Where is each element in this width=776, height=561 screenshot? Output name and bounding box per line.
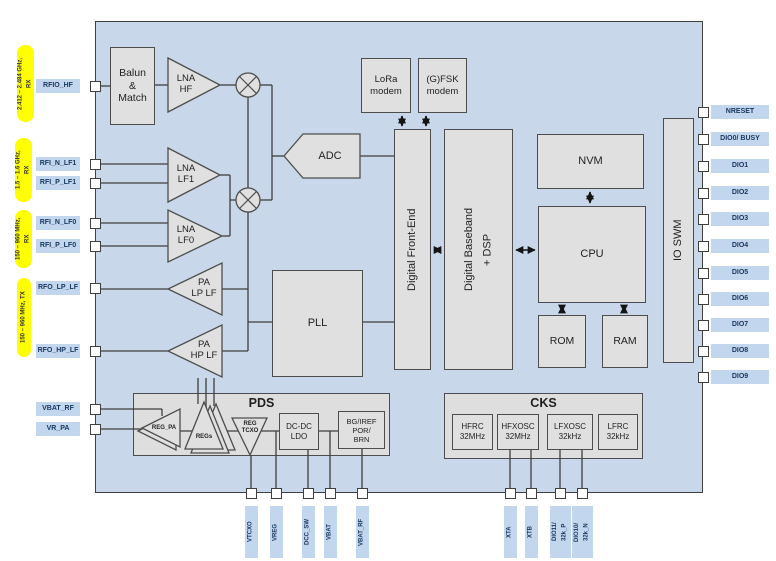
pll-block: PLL [272,270,363,377]
pin-label-DIO1: DIO1 [711,159,769,173]
pin-DIO11/32k_P [554,487,566,499]
pin-label-DIO6: DIO6 [711,292,769,306]
ram-block: RAM [602,315,648,368]
pin-VR_PA [89,423,101,435]
pin-label-RFI_N_LF0: RFI_N_LF0 [36,216,80,230]
cks-title: CKS [530,396,557,410]
pin-label-VREG: VREG [269,506,283,558]
lfrc-block: LFRC 32kHz [598,414,638,450]
pin-label-DIO7: DIO7 [711,318,769,332]
hfxosc-block: HFXOSC 32MHz [497,414,539,450]
pin-label-RFI_P_LF0: RFI_P_LF0 [36,239,80,253]
pin-label-RFI_N_LF1: RFI_N_LF1 [36,157,80,171]
pin-RFIO_HF [89,80,101,92]
pin-label-DIO0/ BUSY: DIO0/ BUSY [711,132,769,146]
pin-label-RFIO_HF: RFIO_HF [36,79,80,93]
pin-VREG [270,487,282,499]
pin-DIO10/32k_N [576,487,588,499]
pin-VBAT [324,487,336,499]
pin-RFO_LP_LF [89,282,101,294]
pin-DCC_SW [302,487,314,499]
pin-label-DIO3: DIO3 [711,212,769,226]
pin-label-DIO10/32k_N: DIO10/ 32k_N [571,506,593,558]
pin-label-DCC_SW: DCC_SW [301,506,315,558]
lora-modem-block: LoRa modem [361,58,411,113]
pin-label-XTA: XTA [503,506,517,558]
dcdc-ldo-block: DC-DC LDO [279,413,319,450]
pin-label-VBAT_RF: VBAT_RF [355,506,369,558]
pin-VBAT_RF [356,487,368,499]
pin-label-VR_PA: VR_PA [36,422,80,436]
pin-label-DIO5: DIO5 [711,266,769,280]
pin-DIO8 [697,345,709,357]
pds-title: PDS [248,396,275,410]
pin-VTCXO [245,487,257,499]
digital-baseband-dsp-block: Digital Baseband + DSP [444,129,513,370]
pin-NRESET [697,106,709,118]
rom-block: ROM [538,315,586,368]
pin-label-VBAT_RF: VBAT_RF [36,402,80,416]
hfrc-block: HFRC 32MHz [452,414,493,450]
pin-label-RFO_LP_LF: RFO_LP_LF [36,281,80,295]
balun-match-block: Balun & Match [110,47,155,125]
pin-DIO6 [697,293,709,305]
pin-RFI_P_LF0 [89,240,101,252]
pin-DIO7 [697,319,709,331]
band-label-lf0-rx: 150 – 960 MHz, RX [15,210,32,268]
pin-label-DIO2: DIO2 [711,186,769,200]
pin-XTB [525,487,537,499]
pin-DIO0/ BUSY [697,133,709,145]
pin-DIO9 [697,371,709,383]
pin-RFI_N_LF1 [89,158,101,170]
pin-label-DIO9: DIO9 [711,370,769,384]
pin-DIO5 [697,267,709,279]
fsk-modem-block: (G)FSK modem [418,58,467,113]
nvm-block: NVM [537,134,644,189]
band-label-tx: 150 – 960 MHz, TX [17,278,31,357]
pin-label-DIO8: DIO8 [711,344,769,358]
pin-DIO3 [697,213,709,225]
cpu-block: CPU [538,206,646,303]
pin-label-RFI_P_LF1: RFI_P_LF1 [36,176,80,190]
pin-DIO2 [697,187,709,199]
lfxosc-block: LFXOSC 32kHz [547,414,593,450]
pin-RFI_N_LF0 [89,217,101,229]
pin-label-DIO11/32k_P: DIO11/ 32k_P [549,506,571,558]
pin-label-NRESET: NRESET [711,105,769,119]
digital-front-end-block: Digital Front-End [394,129,431,370]
io-swm-block: IO SWM [663,118,694,363]
pin-RFI_P_LF1 [89,177,101,189]
pin-label-XTB: XTB [524,506,538,558]
bg-iref-por-brn-block: BG/IREF POR/ BRN [338,411,385,449]
pin-label-VBAT: VBAT [323,506,337,558]
pin-RFO_HP_LF [89,345,101,357]
pin-label-VTCXO: VTCXO [244,506,258,558]
pin-DIO1 [697,160,709,172]
pin-label-DIO4: DIO4 [711,239,769,253]
pin-VBAT_RF [89,403,101,415]
pin-DIO4 [697,240,709,252]
band-label-lf1: 1.5 – 1.6 GHz, RX [15,138,32,202]
pin-XTA [504,487,516,499]
pin-label-RFO_HP_LF: RFO_HP_LF [36,344,80,358]
band-label-hf: 2.412 – 2.484 GHz, RX [17,45,34,122]
